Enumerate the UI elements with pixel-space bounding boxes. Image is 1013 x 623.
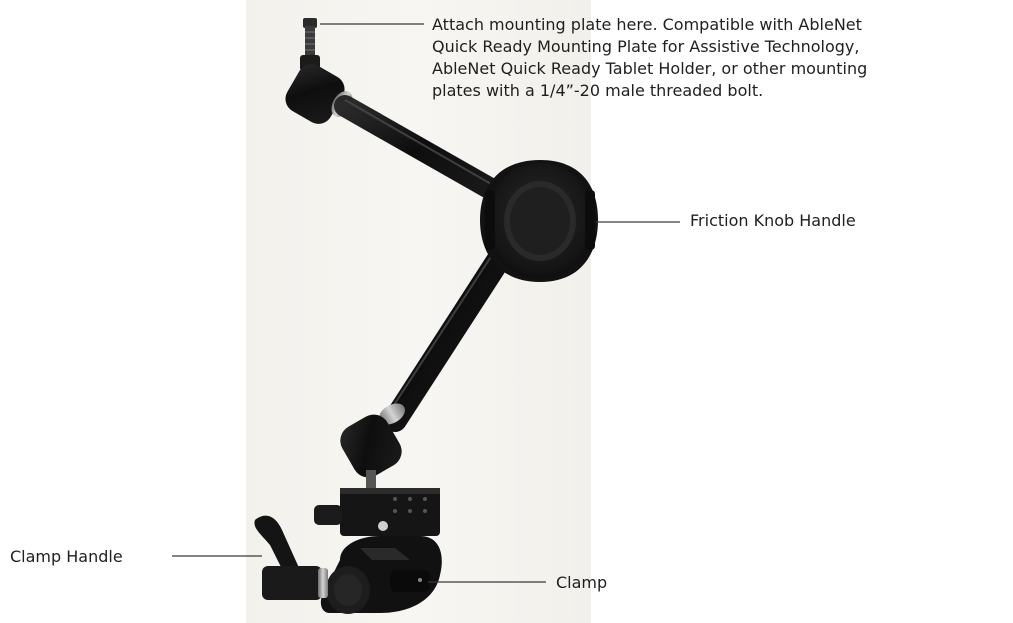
callout-mounting-plate: Attach mounting plate here. Compatible w…	[432, 14, 1007, 102]
clamp-handle-lever	[254, 515, 328, 600]
callout-friction-knob: Friction Knob Handle	[690, 211, 856, 230]
clamp-body	[314, 488, 440, 536]
friction-knob	[480, 160, 598, 282]
upper-arm-tube	[334, 95, 521, 211]
callout-mounting-plate-line: Attach mounting plate here. Compatible w…	[432, 15, 862, 34]
callout-clamp: Clamp	[556, 573, 608, 592]
clamp-jaw	[320, 536, 442, 614]
callout-mounting-plate-line: AbleNet Quick Ready Tablet Holder, or ot…	[432, 59, 868, 78]
threaded-bolt	[300, 18, 320, 71]
lower-joint	[340, 403, 405, 492]
callout-mounting-plate-line: plates with a 1/4”-20 male threaded bolt…	[432, 81, 764, 100]
lower-arm-tube	[383, 238, 517, 432]
callout-mounting-plate-line: Quick Ready Mounting Plate for Assistive…	[432, 37, 860, 56]
callout-clamp-handle: Clamp Handle	[10, 547, 123, 566]
